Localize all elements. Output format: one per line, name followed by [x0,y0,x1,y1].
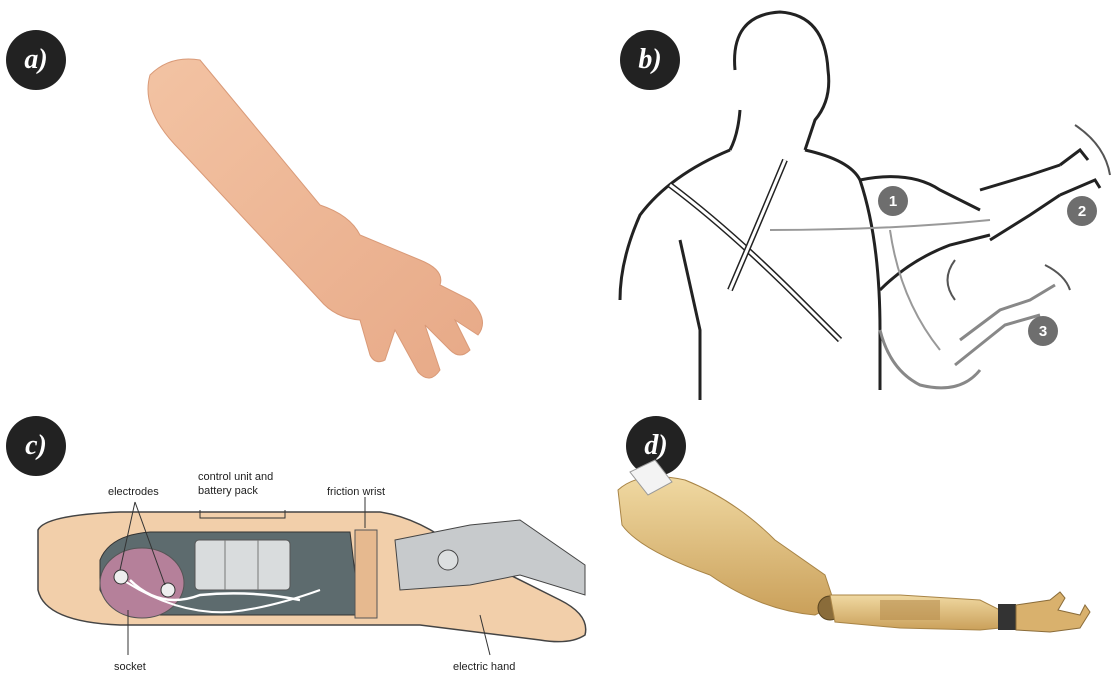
label-control-unit-line-2: battery pack [198,485,258,498]
label-control-unit-line-1: control unit and [198,471,273,484]
label-socket: socket [114,661,146,674]
panel-d: d) [560,400,1117,684]
cosmetic-arm-illustration [0,0,560,400]
modern-prosthesis-illustration [560,400,1117,684]
panel-a: a) [0,0,560,400]
panel-b: b) [560,0,1117,400]
label-electric-hand: electric hand [453,661,515,674]
panel-c: c) electrodes control unit and [0,400,600,684]
myoelectric-schematic [0,400,600,684]
label-electrodes: electrodes [108,486,159,499]
marker-2: 2 [1067,196,1097,226]
marker-3: 3 [1028,316,1058,346]
label-friction-wrist: friction wrist [327,486,385,499]
marker-1: 1 [878,186,908,216]
